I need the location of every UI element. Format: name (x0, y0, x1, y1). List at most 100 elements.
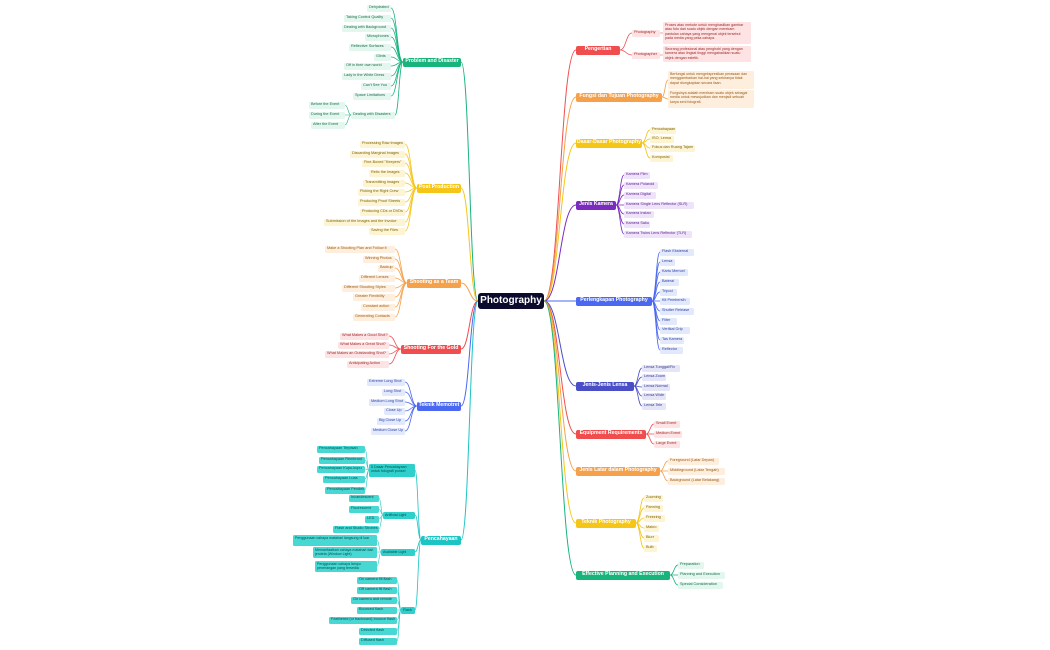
pencahayaan-item[interactable]: Bounced flash (357, 606, 397, 614)
pencahayaan-item[interactable]: Pencahayaan Terpisah (317, 445, 365, 453)
pencahayaan-item[interactable]: Diffused flash (359, 637, 397, 645)
leaf-b0[interactable]: Can't See You (361, 82, 391, 90)
leaf-b8[interactable]: Fokus dan Ruang Tajam (650, 144, 695, 152)
disaster-phase[interactable]: Before the Event (309, 101, 345, 109)
pencahayaan-item[interactable]: Directed flash (359, 627, 397, 635)
leaf-b9[interactable]: Kamera Twins Lens Reflector (TLR) (624, 230, 692, 238)
leaf-b1[interactable]: Fine-Boxed "Keepers" (362, 159, 405, 167)
leaf-b14[interactable]: Bulb (644, 544, 657, 552)
pencahayaan-item[interactable]: Pencahayaan Rembrant (319, 456, 365, 464)
pencahayaan-item[interactable]: LED (365, 515, 379, 523)
leaf-b10[interactable]: Kit Pembersih (660, 297, 690, 305)
leaf-b10[interactable]: Baterai (660, 278, 679, 286)
branch-b15[interactable]: Effective Planning and Execution (576, 570, 670, 580)
leaf-b9[interactable]: Kamera Single Lens Reflector (SLR) (624, 201, 694, 209)
leaf-b11[interactable]: Lensa Wide (642, 392, 666, 400)
leaf-b8[interactable]: Komposisi (650, 154, 673, 162)
leaf-b1[interactable]: Producing CDs or DVDs (360, 208, 405, 216)
leaf-b0[interactable]: Dealing with Background (342, 24, 391, 32)
leaf-b0[interactable]: Taking Control Quality (344, 14, 391, 22)
leaf-b4[interactable]: Long Shot (382, 388, 405, 396)
leaf-b3[interactable]: Anticipating Action (347, 360, 389, 368)
leaf-b10[interactable]: Filter (660, 317, 677, 325)
pencahayaan-item[interactable]: Fluorescent (349, 505, 379, 513)
pencahayaan-item[interactable]: Feathered (or backward) bounce flash (329, 616, 397, 624)
leaf-b0[interactable]: Reflective Surfaces (349, 43, 391, 51)
leaf-b14[interactable]: Makro (644, 524, 659, 532)
leaf-b9[interactable]: Kamera Saku (624, 220, 650, 228)
branch-b13[interactable]: Jenis Latar dalam Photography (576, 466, 660, 476)
subgroup-2[interactable]: Artificial Light (383, 511, 415, 519)
branch-b14[interactable]: Teknik Photography (576, 518, 636, 528)
leaf-b0[interactable]: Glints (374, 53, 391, 61)
leaf-b1[interactable]: Discarding Marginal Images (350, 150, 405, 158)
leaf-b10[interactable]: Kartu Memori (660, 268, 688, 276)
pencahayaan-item[interactable]: On camera fill flash (357, 576, 397, 584)
leaf-b0[interactable]: Lady in the White Dress (342, 72, 391, 80)
leaf-b13[interactable]: Background (Latar Belakang) (668, 477, 725, 485)
leaf-b11[interactable]: Lensa Normal (642, 383, 670, 391)
pencahayaan-item[interactable]: Flash and Studio Strobes (333, 525, 379, 533)
leaf-b11[interactable]: Lensa Tunggal/Fix (642, 364, 680, 372)
disaster-phase[interactable]: After the Event (311, 121, 345, 129)
leaf-b3[interactable]: What Makes a Great Shot? (338, 341, 389, 349)
leaf-b10[interactable]: Tas Kamera (660, 336, 684, 344)
pencahayaan-item[interactable]: Pencahayaan Luas (323, 475, 365, 483)
leaf-b1[interactable]: Producing Proof Sheets (358, 198, 405, 206)
leaf-b14[interactable]: Freezing (644, 514, 665, 522)
leaf-b4[interactable]: Medium Close Up (371, 427, 405, 435)
leaf-b0[interactable]: Off in their own world (344, 62, 391, 70)
leaf-b0[interactable]: Dehydrated (367, 4, 391, 12)
branch-b8[interactable]: Dasar-Dasar Photography (576, 138, 642, 148)
leaf-b10[interactable]: Reflector (660, 346, 683, 354)
leaf-b15[interactable]: Preparation (678, 561, 704, 569)
branch-b10[interactable]: Perlengkapan Photography (576, 296, 652, 306)
branch-b2[interactable]: Shooting as a Team (407, 278, 461, 288)
leaf-b8[interactable]: Pencahayaan (650, 126, 676, 134)
leaf-b9[interactable]: Kamera Instan (624, 210, 654, 218)
leaf-b14[interactable]: Blurr (644, 534, 659, 542)
leaf-b2[interactable]: Different Shooting Styles (342, 284, 395, 292)
leaf-b2[interactable]: Different Lenses (359, 274, 395, 282)
leaf-b10[interactable]: Shutter Release (660, 307, 694, 315)
root-node[interactable]: Photography (478, 293, 544, 309)
leaf-b4[interactable]: Big Close Up (377, 417, 405, 425)
leaf-b3[interactable]: What Makes an Outstanding Shot? (325, 350, 389, 358)
branch-b11[interactable]: Jenis-Jenis Lensa (576, 381, 634, 391)
branch-b1[interactable]: Post Production (417, 183, 461, 193)
subgroup-3[interactable]: Available Light (381, 548, 415, 556)
branch-b7[interactable]: Fungsi dan Tujuan Photography (576, 92, 662, 102)
branch-b6[interactable]: Pengertian (576, 45, 620, 55)
leaf-b9[interactable]: Kamera Digital (624, 191, 656, 199)
leaf-b0[interactable]: Space Limitations (353, 92, 391, 100)
leaf-b10[interactable]: Lensa (660, 258, 675, 266)
leaf-b1[interactable]: Saving the Files (369, 227, 405, 235)
leaf-b10[interactable]: Vertikal Grip (660, 326, 690, 334)
pengertian-term[interactable]: Photographer (632, 51, 660, 59)
leaf-b1[interactable]: Transmitting Images (363, 179, 405, 187)
pengertian-term[interactable]: Photography (632, 29, 660, 37)
subgroup-1[interactable]: 5 Dasar Pencahayaan untuk fotografi pons… (369, 463, 415, 477)
disaster-phase[interactable]: During the Event (309, 111, 345, 119)
leaf-b0[interactable]: Microphones (365, 33, 391, 41)
pencahayaan-item[interactable]: Memanfaatkan cahaya matahari dari jendel… (313, 546, 377, 558)
leaf-b2[interactable]: Backup (378, 264, 395, 272)
leaf-b2[interactable]: Greater Flexibility (353, 293, 395, 301)
leaf-b2[interactable]: Make a Shooting Plan and Follow it (325, 245, 395, 253)
leaf-b9[interactable]: Kamera Film (624, 171, 650, 179)
branch-b12[interactable]: Equipment Requirements (576, 429, 646, 439)
leaf-b15[interactable]: Special Consideration (678, 581, 723, 589)
branch-b4[interactable]: Teknik Memotret (417, 401, 461, 411)
leaf-b1[interactable]: Submission of the Images and the Invoice (324, 218, 405, 226)
subgroup-dealing-with-disasters[interactable]: Dealing with Disasters (351, 111, 395, 119)
pencahayaan-item[interactable]: On camera and remote (351, 596, 397, 604)
leaf-b1[interactable]: Picking the Right Crew (358, 188, 405, 196)
leaf-b1[interactable]: Processing Raw Images (360, 140, 405, 148)
branch-b5[interactable]: Pencahayaan (421, 535, 461, 545)
pencahayaan-item[interactable]: Penggunaan cahaya lampu penerangan yang … (315, 560, 377, 572)
pencahayaan-item[interactable]: Pencahayaan Kupu-kupu (317, 465, 365, 473)
leaf-b3[interactable]: What Makes a Good Shot? (340, 332, 389, 340)
branch-b9[interactable]: Jenis Kamera (576, 200, 616, 210)
leaf-b1[interactable]: Retic the Images (369, 169, 405, 177)
leaf-b2[interactable]: Generating Contacts (353, 313, 395, 321)
